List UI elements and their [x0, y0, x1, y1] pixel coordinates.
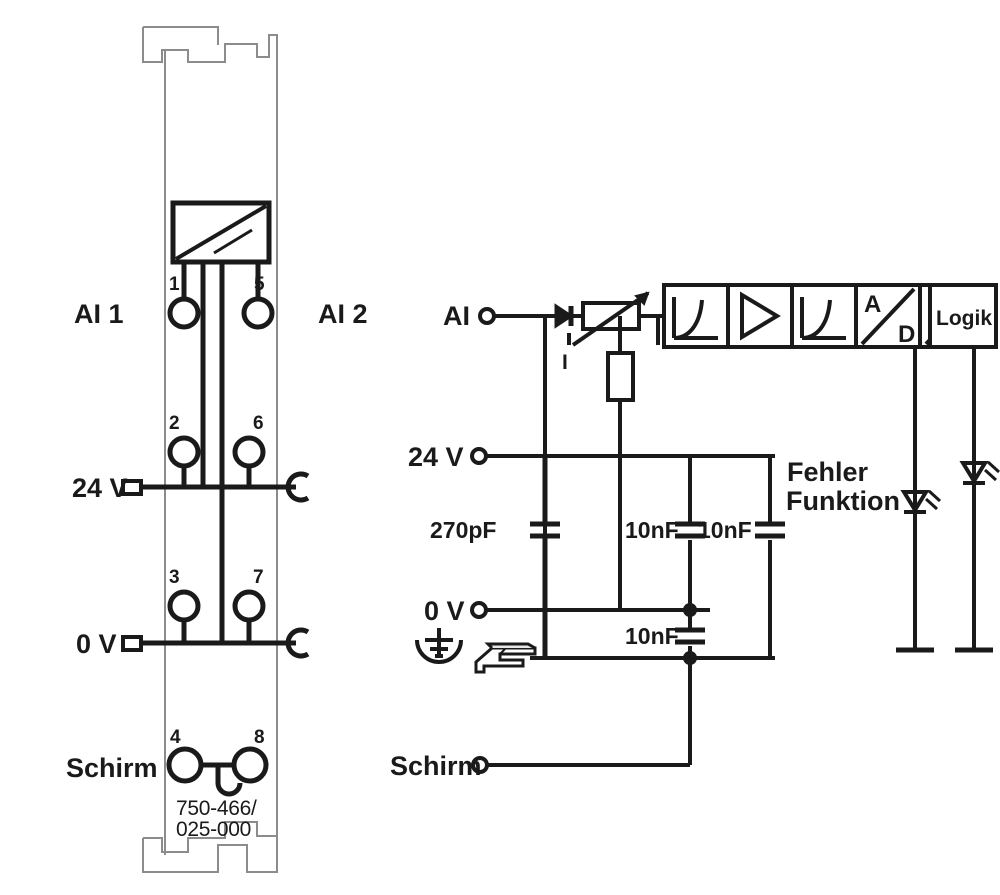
terminal-pin-7	[232, 589, 266, 623]
terminal-pin-2	[167, 435, 201, 469]
label-24v-module: 24 V	[72, 473, 128, 503]
label-0v-right: 0 V	[424, 596, 465, 626]
earth-ground-icon	[415, 628, 463, 664]
label-cap-10nf-c: 10nF	[625, 623, 679, 649]
junction-0v	[683, 603, 697, 617]
din-rail-icon	[474, 642, 537, 674]
pin-number-7: 7	[253, 567, 264, 588]
label-cap-10nf-a: 10nF	[625, 517, 679, 543]
junction-pe	[683, 651, 697, 665]
ad-label-a: A	[864, 291, 881, 318]
capacitor-270pf	[530, 456, 560, 658]
pin-number-2: 2	[169, 413, 180, 434]
pin-number-4: 4	[170, 727, 181, 748]
capacitor-10nf-b	[755, 521, 785, 539]
module-internal-wiring	[121, 200, 310, 797]
label-ai-input: AI	[443, 301, 470, 331]
label-led-funktion: Funktion	[786, 486, 900, 516]
led-indicators	[896, 347, 1000, 653]
terminal-ai-input	[478, 307, 496, 325]
ad-label-d: D	[898, 321, 915, 348]
terminal-pin-3	[167, 589, 201, 623]
pin-number-5: 5	[254, 274, 265, 295]
block-amplifier	[726, 283, 794, 349]
filter-curve-icon	[672, 297, 718, 340]
pin-number-1: 1	[169, 274, 180, 295]
label-schirm-right: Schirm	[390, 751, 482, 781]
module-housing	[142, 26, 278, 873]
part-number-line-2: 025-000	[176, 818, 251, 841]
part-number-line-1: 750-466/	[176, 797, 257, 820]
label-cap-10nf-b: 10nF	[698, 517, 752, 543]
terminal-pin-4	[166, 746, 204, 784]
series-resistor-icon	[606, 351, 635, 402]
hook-connector-24v	[285, 471, 310, 503]
junction-dots	[683, 603, 697, 665]
supply-rails	[470, 447, 775, 774]
diode-icon	[545, 303, 583, 329]
hook-connector-0v	[285, 627, 310, 659]
label-schirm-module: Schirm	[66, 753, 158, 783]
capacitor-10nf-a	[675, 521, 705, 539]
logic-block-label: Logik	[936, 307, 992, 330]
terminal-schirm	[471, 756, 489, 774]
label-24v-right: 24 V	[408, 442, 464, 472]
capacitors	[530, 456, 785, 658]
ad-converter-icon	[860, 287, 916, 346]
led-funktion-symbol	[900, 489, 942, 514]
capacitor-10nf-c	[675, 627, 705, 645]
variable-resistor-icon	[571, 291, 658, 347]
module-terminals	[166, 296, 275, 784]
filter-curve-icon	[800, 297, 846, 340]
label-ai-2: AI 2	[318, 299, 368, 329]
terminal-pin-6	[232, 435, 266, 469]
shield-hook	[215, 765, 243, 797]
terminal-pin-5	[241, 296, 275, 330]
terminal-square-0v	[121, 635, 143, 652]
block-filter-1	[662, 283, 730, 349]
terminal-0v	[470, 601, 488, 619]
led-fehler-symbol	[959, 460, 1000, 485]
pin-number-8: 8	[254, 727, 265, 748]
label-current-i: I	[562, 351, 568, 374]
label-ai-1: AI 1	[74, 299, 124, 329]
amplifier-triangle-icon	[740, 291, 781, 341]
terminal-square-24v	[121, 479, 143, 496]
terminal-pin-1	[167, 296, 201, 330]
label-0v-module: 0 V	[76, 629, 117, 659]
pin-number-3: 3	[169, 567, 180, 588]
block-logic: Logik	[928, 283, 998, 349]
terminal-24v	[470, 447, 488, 465]
pin-number-6: 6	[253, 413, 264, 434]
label-led-fehler: Fehler	[787, 457, 869, 487]
block-filter-2	[790, 283, 858, 349]
label-cap-270pf: 270pF	[430, 517, 496, 543]
terminal-pin-8	[231, 746, 269, 784]
